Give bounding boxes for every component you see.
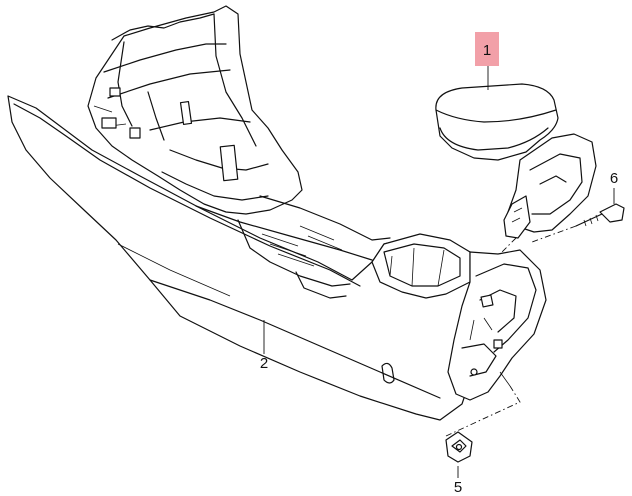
center-console-drawing [7, 5, 547, 421]
callout-1: 1 [475, 32, 499, 66]
callout-5-label: 5 [454, 479, 462, 496]
callout-5: 5 [454, 479, 462, 496]
callout-6: 6 [610, 170, 618, 187]
armrest-drawing [435, 83, 597, 239]
leader-lines [263, 66, 615, 478]
callout-6-label: 6 [610, 170, 618, 187]
callout-1-label: 1 [483, 42, 491, 59]
screw-drawing [575, 203, 625, 227]
callout-2: 2 [260, 355, 268, 372]
clip-drawing [445, 431, 473, 463]
callout-2-label: 2 [260, 355, 268, 372]
callout-1-highlight [475, 32, 499, 66]
